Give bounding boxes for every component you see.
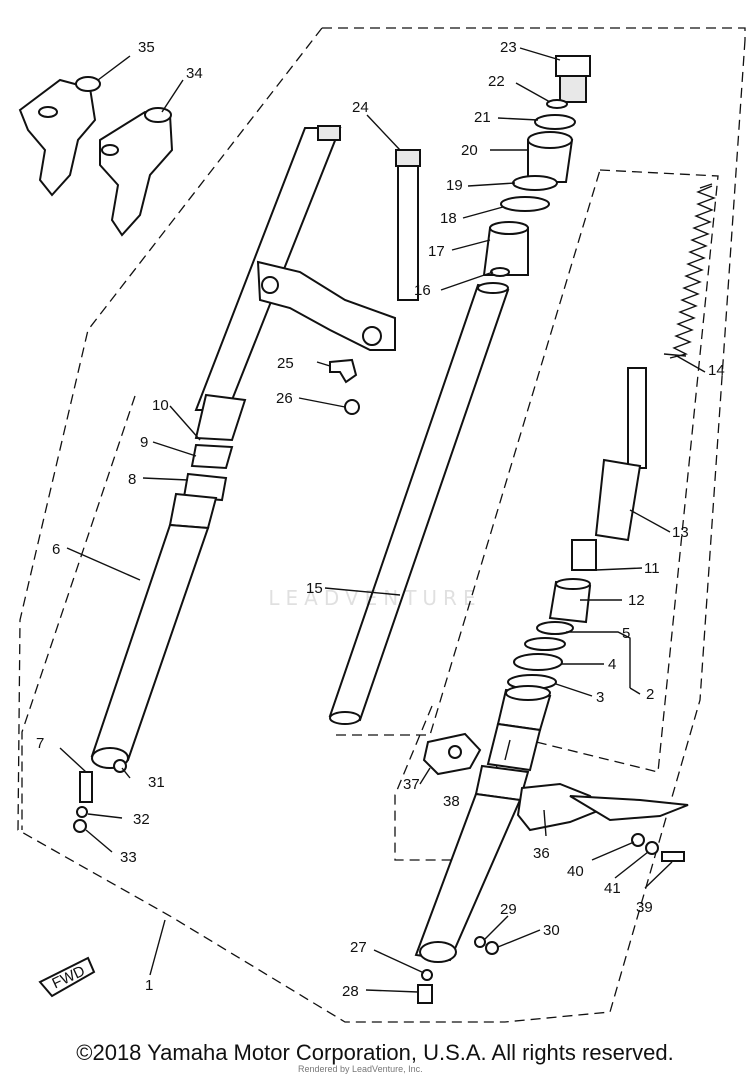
- cable-guide-25: [329, 358, 358, 384]
- callout-32: 32: [133, 811, 150, 828]
- callout-38: 38: [443, 793, 460, 810]
- spacer-20: [527, 131, 574, 183]
- callout-22: 22: [488, 73, 505, 90]
- callout-16: 16: [414, 282, 431, 299]
- callout-6: 6: [52, 541, 60, 558]
- washer-32: [76, 806, 88, 818]
- fwd-arrow-icon: FWD: [38, 956, 96, 998]
- callout-8: 8: [128, 471, 136, 488]
- gasket-27: [421, 969, 433, 981]
- inner-tube-15: [328, 282, 510, 725]
- bolt-33: [73, 819, 87, 833]
- taper-spindle-11: [548, 578, 592, 624]
- cap-bolt-23: [555, 55, 591, 103]
- washer-19: [512, 175, 558, 191]
- callout-29: 29: [500, 901, 517, 918]
- cable-holder-26: [344, 399, 360, 415]
- washer-40: [631, 833, 645, 847]
- oil-seal-4: [513, 653, 563, 671]
- callout-19: 19: [446, 177, 463, 194]
- callout-40: 40: [567, 863, 584, 880]
- callout-31: 31: [148, 774, 165, 791]
- brake-stay-36: [516, 782, 689, 832]
- drain-bolt-28: [417, 984, 433, 1004]
- steering-stem-24: [395, 149, 421, 301]
- bolt-31-area: [79, 771, 93, 803]
- callout-4: 4: [608, 656, 616, 673]
- inner-tube-outline: [336, 169, 601, 736]
- lower-bracket-under: [256, 260, 396, 351]
- spring-group-outline: [519, 169, 719, 773]
- nut-41: [645, 841, 659, 855]
- callout-10: 10: [152, 397, 169, 414]
- o-ring-16: [490, 267, 510, 277]
- o-ring-22: [546, 99, 568, 109]
- callout-41: 41: [604, 880, 621, 897]
- assembly-outline-left: [17, 27, 505, 1023]
- callout-25: 25: [277, 355, 294, 372]
- outer-tube-outline: [21, 395, 136, 830]
- callout-13: 13: [672, 524, 689, 541]
- callout-20: 20: [461, 142, 478, 159]
- callout-2: 2: [646, 686, 654, 703]
- callout-11: 11: [644, 560, 660, 577]
- callout-5: 5: [622, 625, 630, 642]
- callout-36: 36: [533, 845, 550, 862]
- callout-18: 18: [440, 210, 457, 227]
- callout-15: 15: [306, 580, 323, 597]
- bolt-30: [485, 941, 499, 955]
- callout-24: 24: [352, 99, 369, 116]
- washer-5: [524, 637, 566, 651]
- callout-1: 1: [145, 977, 153, 994]
- render-note: Rendered by LeadVenture, Inc.: [298, 1064, 423, 1074]
- assembly-outline-main: [322, 27, 746, 40]
- headlight-bracket-34: [99, 107, 174, 237]
- damper-rod-13: [571, 367, 647, 571]
- clip-12: [536, 621, 574, 635]
- callout-27: 27: [350, 939, 367, 956]
- callout-37: 37: [403, 776, 420, 793]
- callout-39: 39: [636, 899, 653, 916]
- washer-18: [500, 196, 550, 212]
- watermark: LEADVENTURE: [268, 586, 482, 610]
- callout-14: 14: [708, 362, 725, 379]
- collar-17: [482, 221, 529, 276]
- callout-9: 9: [140, 434, 148, 451]
- callout-12: 12: [628, 592, 645, 609]
- guide-37: [422, 732, 482, 776]
- assembly-outline-right: [504, 39, 746, 1023]
- callout-34: 34: [186, 65, 203, 82]
- callout-23: 23: [500, 39, 517, 56]
- outer-tube-6: [90, 393, 247, 773]
- outer-tube-right: [414, 685, 552, 963]
- copyright-notice: ©2018 Yamaha Motor Corporation, U.S.A. A…: [76, 1040, 674, 1065]
- callout-21: 21: [474, 109, 491, 126]
- bolt-39: [661, 851, 685, 862]
- callout-33: 33: [120, 849, 137, 866]
- exploded-parts-diagram: FWD: [17, 27, 746, 1023]
- washer-21: [534, 114, 576, 130]
- callout-35: 35: [138, 39, 155, 56]
- callout-30: 30: [543, 922, 560, 939]
- washer-29: [474, 936, 486, 948]
- callout-3: 3: [596, 689, 604, 706]
- callout-28: 28: [342, 983, 359, 1000]
- headlight-bracket-35: [18, 76, 101, 197]
- fork-spring-14: [663, 183, 716, 359]
- callout-26: 26: [276, 390, 293, 407]
- callout-17: 17: [428, 243, 445, 260]
- callout-7: 7: [36, 735, 44, 752]
- leader-lines: [59, 47, 706, 993]
